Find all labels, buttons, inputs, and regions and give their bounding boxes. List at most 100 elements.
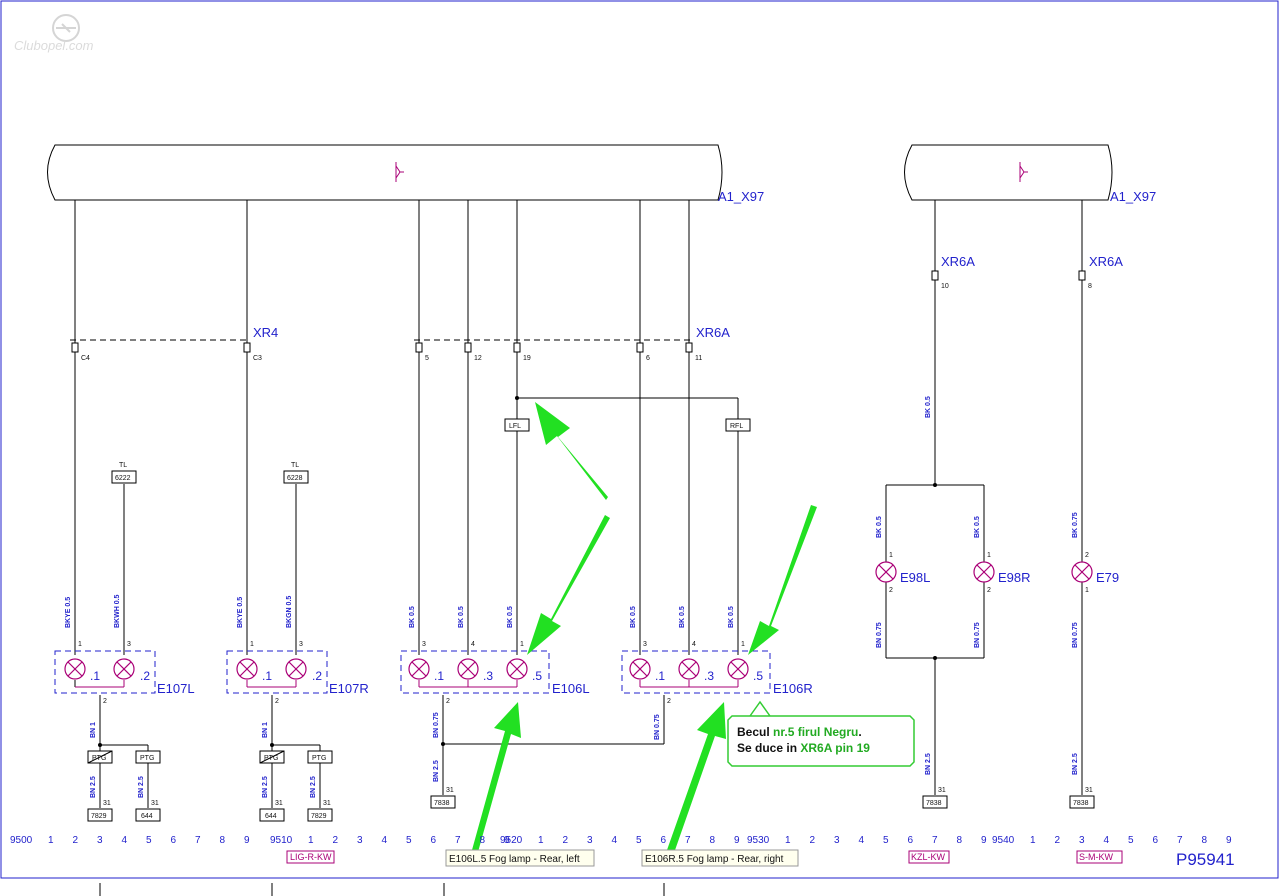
lamp-e98r: 1 2 E98R — [973, 552, 1031, 594]
svg-text:.1: .1 — [434, 669, 444, 683]
rfl-box: RFL — [725, 418, 751, 432]
svg-text:PTG: PTG — [140, 755, 154, 762]
svg-text:.2: .2 — [312, 669, 322, 683]
svg-text:BK 0.5: BK 0.5 — [974, 516, 981, 538]
ruler-label: 3 — [587, 835, 593, 846]
lamp-group-e106r: 3 4 1 2 .1 .3 .5 E106R — [621, 641, 813, 705]
svg-text:1: 1 — [889, 552, 893, 559]
svg-text:LIG-R-KW: LIG-R-KW — [290, 852, 332, 862]
svg-text:.3: .3 — [483, 669, 493, 683]
xr4-label: XR4 — [253, 325, 278, 340]
ruler-label: 4 — [382, 835, 388, 846]
svg-text:31: 31 — [938, 787, 946, 794]
svg-text:BN 2.5: BN 2.5 — [310, 776, 317, 798]
lamp-icon — [457, 658, 479, 680]
a1-left-label: A1_X97 — [718, 189, 764, 204]
svg-text:644: 644 — [265, 813, 277, 820]
svg-text:BKGN 0.5: BKGN 0.5 — [286, 596, 293, 628]
ruler-label: 6 — [661, 835, 667, 846]
svg-text:LFL: LFL — [509, 423, 521, 430]
svg-text:E79: E79 — [1096, 570, 1119, 585]
junction-dots — [98, 396, 937, 747]
ruler-label: 2 — [563, 835, 569, 846]
lamp-icon — [506, 658, 528, 680]
ruler-label: 9 — [504, 835, 510, 846]
svg-text:7829: 7829 — [91, 813, 107, 820]
ruler-label: 9530 — [747, 835, 770, 846]
svg-text:4: 4 — [471, 641, 475, 648]
svg-text:Se duce in XR6A pin 19: Se duce in XR6A pin 19 — [737, 741, 870, 755]
lamp-icon — [678, 658, 700, 680]
footnote-right: E106R.5 Fog lamp - Rear, right — [641, 849, 799, 867]
svg-text:1: 1 — [520, 641, 524, 648]
ruler-label: 2 — [1055, 835, 1061, 846]
svg-text:.5: .5 — [753, 669, 763, 683]
ruler-label: 7 — [932, 835, 938, 846]
ruler-label: 9500 — [10, 835, 33, 846]
ruler-label: 8 — [480, 835, 486, 846]
svg-text:BK 0.75: BK 0.75 — [1072, 512, 1079, 538]
ruler-label: 1 — [48, 835, 54, 846]
ruler-label: 9 — [244, 835, 250, 846]
svg-text:BK 0.5: BK 0.5 — [630, 606, 637, 628]
ruler-label: 5 — [883, 835, 889, 846]
svg-text:PTG: PTG — [312, 755, 326, 762]
svg-text:BN 2.5: BN 2.5 — [90, 776, 97, 798]
svg-text:.1: .1 — [262, 669, 272, 683]
svg-text:PTG: PTG — [264, 755, 278, 762]
svg-text:12: 12 — [474, 355, 482, 362]
xr6a-r1-label: XR6A — [941, 254, 975, 269]
lamp-group-e106l: 3 4 1 2 .1 .3 .5 E106L — [400, 641, 590, 705]
svg-text:E106L.5 Fog lamp - Rear, left: E106L.5 Fog lamp - Rear, left — [449, 854, 580, 865]
ruler-label: 7 — [195, 835, 201, 846]
svg-text:BKYE 0.5: BKYE 0.5 — [65, 597, 72, 628]
svg-text:31: 31 — [275, 800, 283, 807]
lamp-icon — [113, 658, 135, 680]
ruler-label: 6 — [1153, 835, 1159, 846]
svg-text:3: 3 — [127, 641, 131, 648]
svg-text:BK 0.5: BK 0.5 — [458, 606, 465, 628]
lamp-icon — [64, 658, 86, 680]
watermark-text: Clubopel.com — [14, 38, 94, 53]
ruler-label: 9540 — [992, 835, 1015, 846]
arrow-icon — [748, 505, 817, 655]
watermark: Clubopel.com — [14, 14, 94, 53]
annotation-arrows — [472, 402, 817, 853]
connector-a1-right: A1_X97 — [904, 144, 1156, 204]
svg-text:11: 11 — [695, 355, 702, 362]
e107l-label: E107L — [157, 681, 195, 696]
svg-text:E98L: E98L — [900, 570, 930, 585]
svg-text:Becul nr.5 firul Negru.: Becul nr.5 firul Negru. — [737, 725, 862, 739]
a1-right-label: A1_X97 — [1110, 189, 1156, 204]
svg-text:.3: .3 — [704, 669, 714, 683]
svg-text:BN 1: BN 1 — [90, 722, 97, 738]
svg-text:4: 4 — [692, 641, 696, 648]
ruler-label: 8 — [1202, 835, 1208, 846]
lamp-group-e107l: 1 3 2 .1 .2 E107L — [54, 641, 195, 705]
pin-terminals — [71, 270, 1086, 353]
svg-text:BN 0.75: BN 0.75 — [876, 622, 883, 648]
svg-text:6222: 6222 — [115, 475, 131, 482]
ruler-label: 5 — [146, 835, 152, 846]
ruler-label: 2 — [810, 835, 816, 846]
ground-symbol-icon — [1019, 162, 1028, 182]
connector-a1-left: A1_X97 — [47, 144, 764, 204]
ruler-label: 5 — [636, 835, 642, 846]
svg-text:2: 2 — [275, 698, 279, 705]
ruler-label: 4 — [1104, 835, 1110, 846]
svg-text:RFL: RFL — [730, 423, 743, 430]
svg-text:31: 31 — [151, 800, 159, 807]
ruler-label: 5 — [406, 835, 412, 846]
svg-text:31: 31 — [1085, 787, 1093, 794]
svg-text:BK 0.5: BK 0.5 — [876, 516, 883, 538]
svg-text:BK 0.5: BK 0.5 — [679, 606, 686, 628]
svg-text:7838: 7838 — [434, 800, 450, 807]
opel-logo-icon — [52, 14, 80, 42]
lamp-icon — [727, 658, 749, 680]
svg-text:1: 1 — [250, 641, 254, 648]
xr6a-r2-label: XR6A — [1089, 254, 1123, 269]
tl-box-2: TL 6228 — [283, 462, 309, 484]
